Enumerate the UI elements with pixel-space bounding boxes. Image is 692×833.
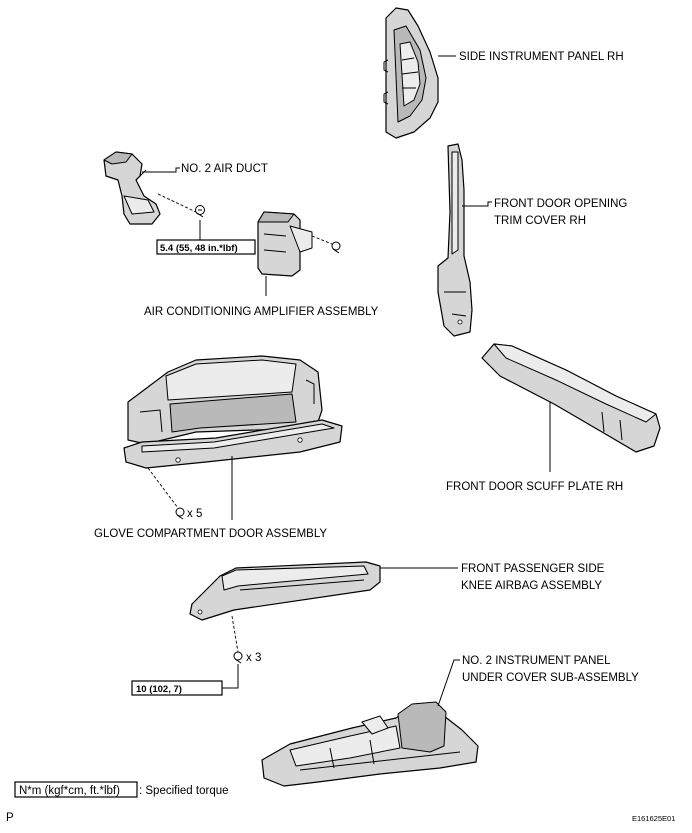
- air-duct-part: [103, 151, 161, 225]
- knee-airbag-part: [189, 561, 381, 621]
- label-under-cover-1: NO. 2 INSTRUMENT PANEL: [462, 655, 611, 667]
- under-cover-part: [261, 701, 479, 787]
- leader-front-door-opening-trim: [462, 201, 492, 207]
- corner-mark: P: [6, 812, 14, 824]
- figure-code: E161625E01: [632, 814, 675, 823]
- label-front-door-scuff-plate: FRONT DOOR SCUFF PLATE RH: [446, 481, 623, 493]
- amplifier-screw-path: [311, 235, 333, 245]
- label-front-door-opening-trim-2: TRIM COVER RH: [494, 215, 586, 227]
- air-conditioning-amplifier-part: [257, 211, 313, 277]
- label-front-door-opening-trim-1: FRONT DOOR OPENING: [494, 198, 627, 210]
- label-knee-airbag-2: KNEE AIRBAG ASSEMBLY: [461, 580, 602, 592]
- glove-screw-icon: [175, 507, 185, 520]
- label-knee-airbag-1: FRONT PASSENGER SIDE: [461, 563, 605, 575]
- air-duct-screw-icon: [195, 205, 205, 218]
- torque-knee-airbag: 10 (102, 7): [136, 684, 182, 695]
- torque-air-duct: 5.4 (55, 48 in.*lbf): [160, 243, 238, 254]
- torque-box-air-duct: [156, 239, 256, 255]
- air-duct-screw-path: [157, 193, 197, 213]
- glove-screw-path: [147, 467, 179, 509]
- legend-text: : Specified torque: [139, 785, 229, 797]
- label-glove-compartment: GLOVE COMPARTMENT DOOR ASSEMBLY: [94, 528, 327, 540]
- quantity-knee-airbag-bolts: x 3: [246, 652, 261, 664]
- side-instrument-panel-part: [383, 7, 439, 139]
- knee-airbag-bolt-icon: [233, 651, 243, 664]
- label-side-instrument-panel: SIDE INSTRUMENT PANEL RH: [459, 51, 624, 63]
- amplifier-screw-icon: [331, 241, 341, 254]
- leader-air-duct: [142, 167, 180, 173]
- glove-compartment-part: [123, 355, 343, 469]
- legend-unit: N*m (kgf*cm, ft.*lbf): [19, 785, 120, 797]
- leader-knee-airbag-torque: [222, 664, 239, 689]
- quantity-glove-screws: x 5: [187, 508, 202, 520]
- knee-airbag-bolt-path: [231, 615, 239, 653]
- leader-under-cover: [437, 659, 460, 707]
- label-air-conditioning-amplifier: AIR CONDITIONING AMPLIFIER ASSEMBLY: [144, 306, 379, 318]
- torque-box-knee-airbag: [131, 680, 223, 696]
- label-under-cover-2: UNDER COVER SUB-ASSEMBLY: [462, 672, 639, 684]
- front-door-opening-trim-part: [437, 143, 473, 337]
- front-door-scuff-plate-part: [481, 343, 661, 453]
- label-air-duct: NO. 2 AIR DUCT: [181, 163, 268, 175]
- legend-unit-box: [14, 781, 138, 798]
